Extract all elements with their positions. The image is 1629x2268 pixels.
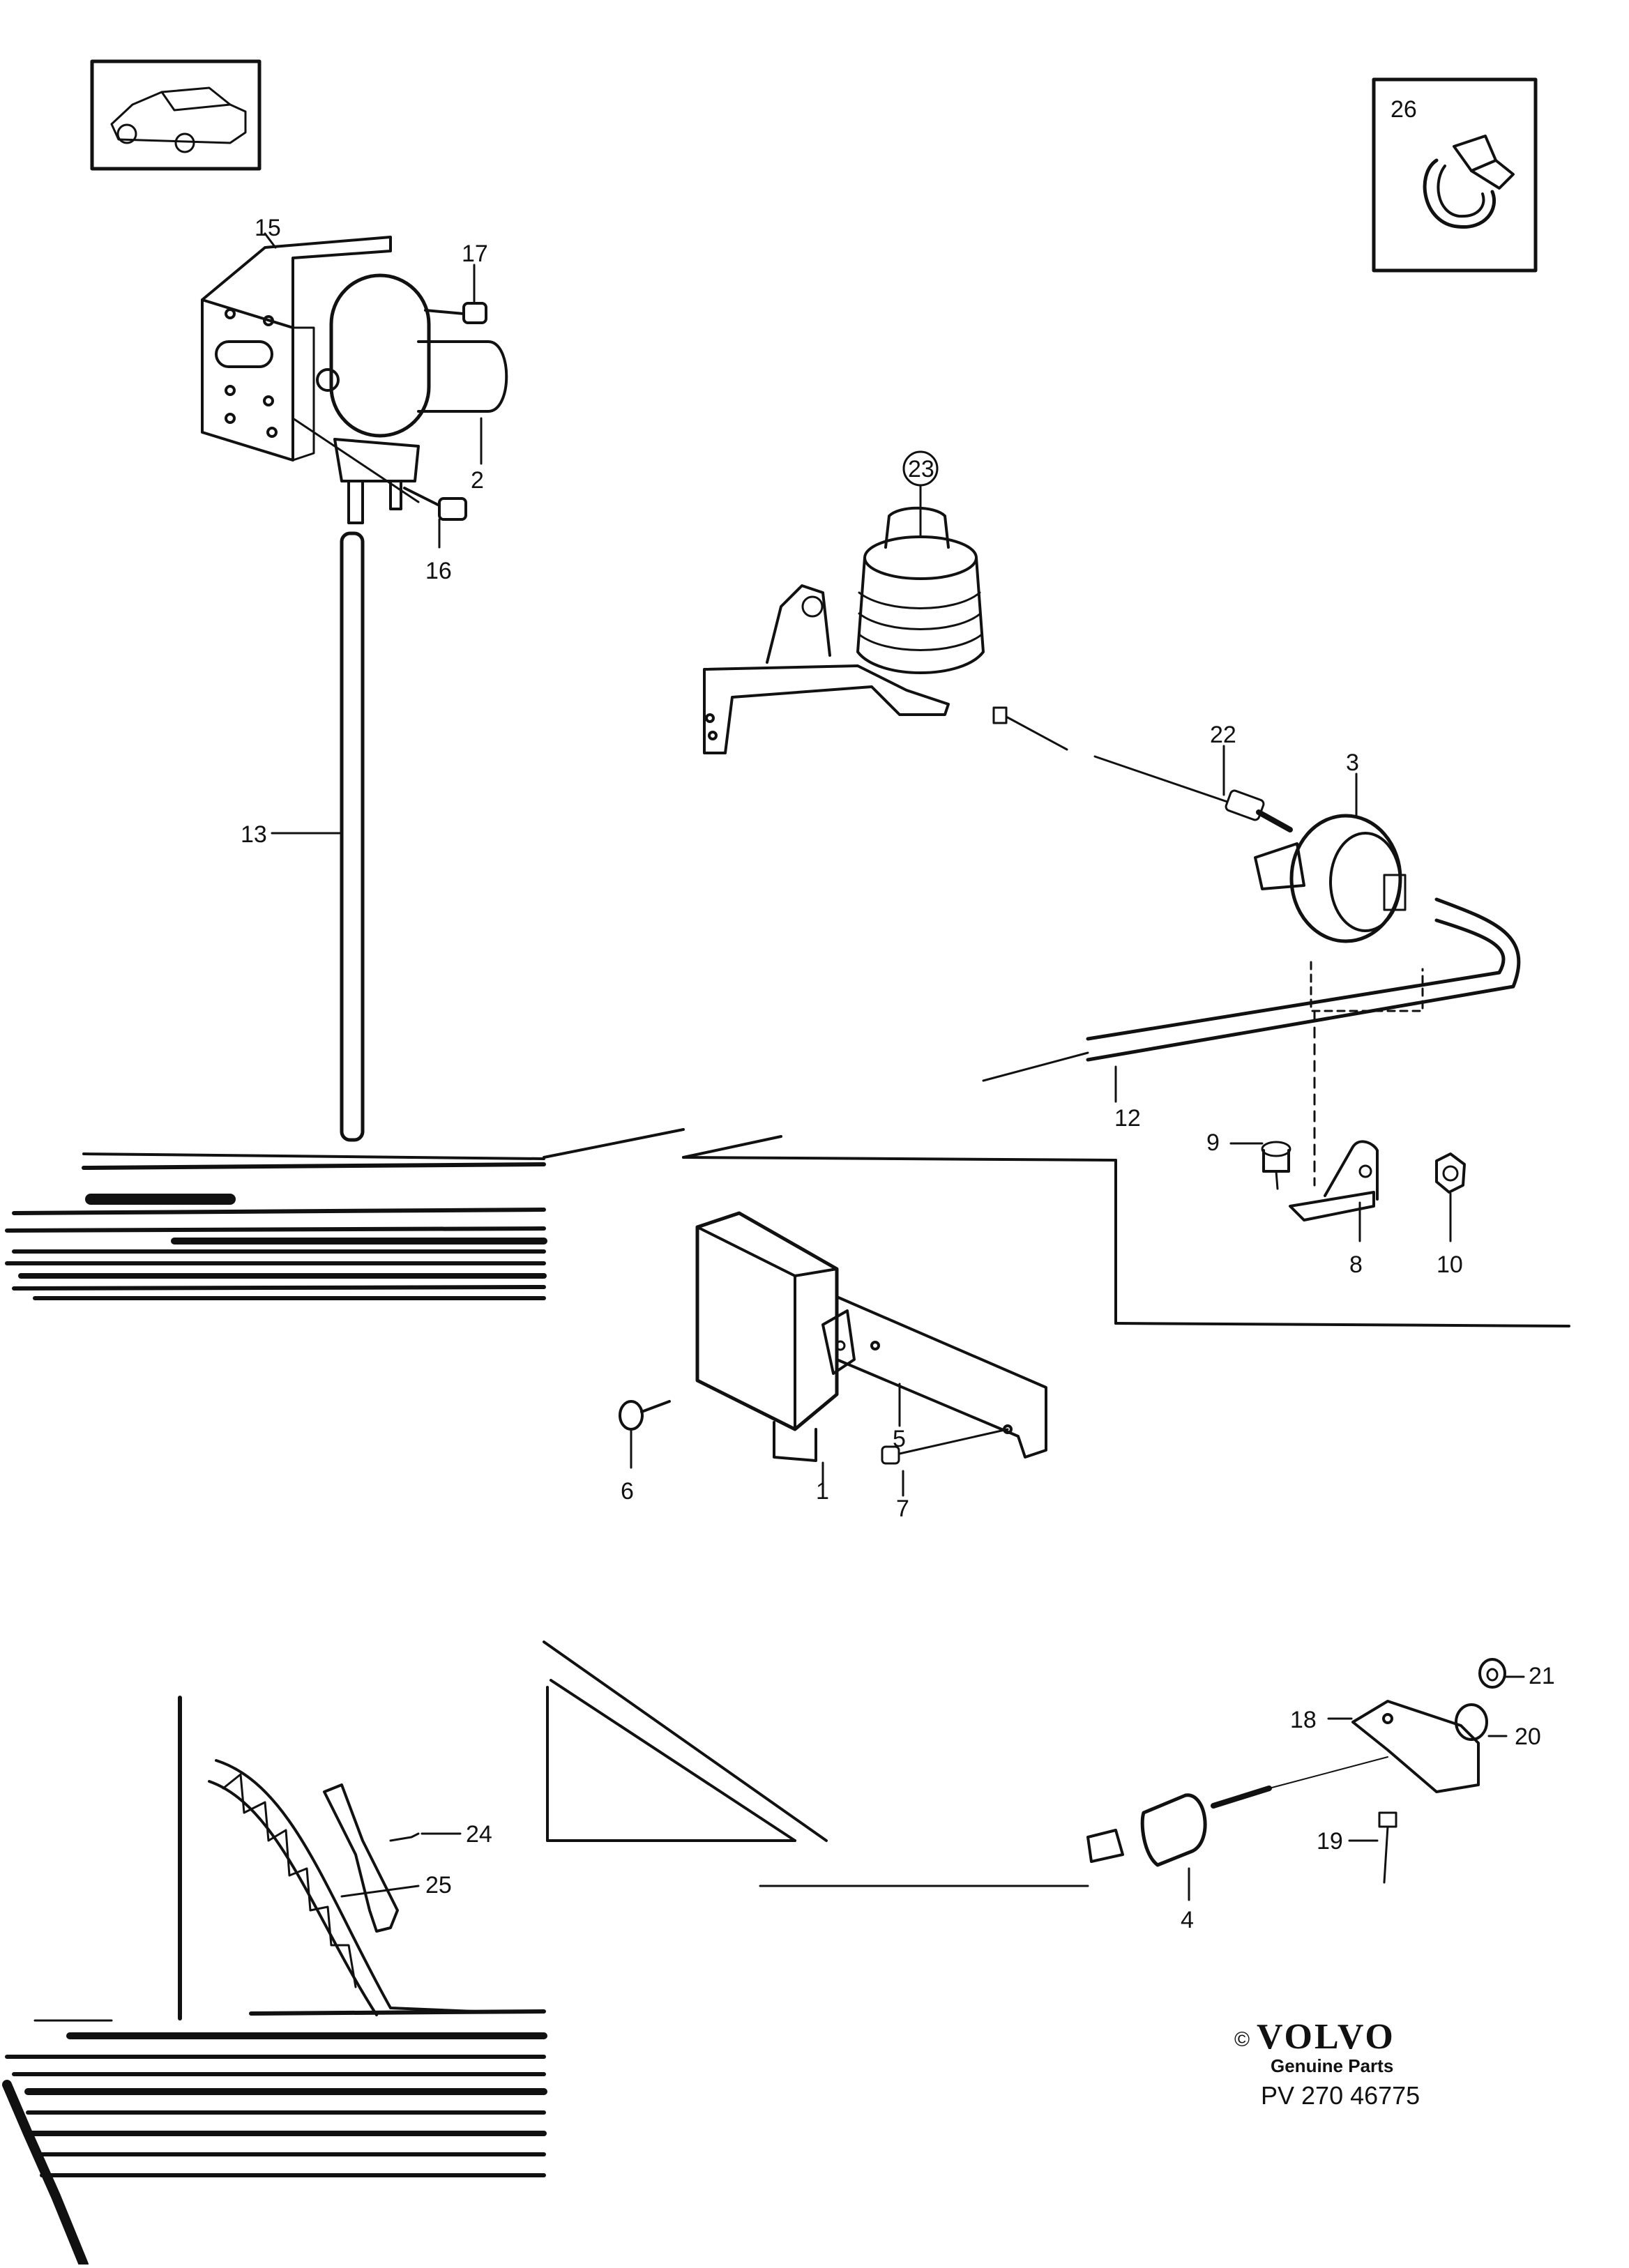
mounting-arm-5 — [821, 1295, 1047, 1459]
screw-17 — [424, 302, 487, 324]
rivet-19 — [1348, 1811, 1397, 1884]
brand-name: VOLVO — [1257, 2017, 1395, 2057]
washer-21 — [1478, 1658, 1525, 1689]
label-10: 10 — [1437, 1251, 1463, 1278]
label-21: 21 — [1529, 1663, 1555, 1689]
clamp-inset-box: 26 — [1372, 77, 1538, 273]
label-15: 15 — [255, 215, 281, 241]
label-20: 20 — [1515, 1723, 1541, 1750]
floor-outline-left — [82, 1128, 1570, 1327]
switch-4 — [1086, 1756, 1388, 1901]
bolt-9 — [1229, 1141, 1291, 1190]
nut-10 — [1435, 1152, 1466, 1242]
label-24: 24 — [466, 1821, 492, 1848]
pedal-truss-area — [178, 1696, 476, 2020]
label-19: 19 — [1317, 1828, 1343, 1855]
label-25: 25 — [425, 1872, 452, 1898]
label-2: 2 — [471, 467, 484, 494]
nut-20 — [1455, 1703, 1508, 1741]
screw-7 — [881, 1428, 1009, 1497]
vacuum-unit-23 — [703, 450, 985, 754]
motor-housing — [329, 273, 431, 438]
label-1: 1 — [816, 1478, 829, 1505]
copyright-mark: © — [1234, 2028, 1250, 2051]
vacuum-actuator-3 — [1254, 773, 1407, 943]
vehicle-thumbnail — [90, 59, 262, 171]
label-5: 5 — [893, 1426, 906, 1452]
brand-tagline: Genuine Parts — [1271, 2055, 1393, 2076]
panel-outline-triangle — [543, 1641, 1089, 1887]
catalog-code: PV 270 46775 — [1261, 2081, 1420, 2110]
label-18: 18 — [1290, 1707, 1317, 1733]
label-22: 22 — [1210, 722, 1236, 748]
label-3: 3 — [1346, 749, 1359, 776]
scan-artifacts-left — [5, 1162, 547, 1300]
label-12: 12 — [1114, 1105, 1141, 1132]
label-26: 26 — [1391, 96, 1417, 123]
scan-artifacts-bottom — [2, 2009, 547, 2268]
label-17: 17 — [462, 241, 488, 267]
label-9: 9 — [1206, 1129, 1220, 1156]
label-16: 16 — [425, 558, 452, 584]
label-13: 13 — [241, 821, 267, 848]
motor-bracket-assembly — [201, 236, 508, 524]
hose-12 — [982, 897, 1521, 1187]
screw-16 — [403, 487, 467, 521]
label-6: 6 — [621, 1478, 634, 1505]
rod-13 — [340, 531, 365, 1142]
leader-lines-top-left — [264, 232, 483, 835]
bracket-8 — [1289, 1140, 1379, 1242]
bracket-18 — [1327, 1700, 1480, 1793]
brand-block: © VOLVO Genuine Parts PV 270 46775 — [1234, 2017, 1420, 2110]
control-module-1 — [695, 1211, 839, 1493]
label-23: 23 — [908, 456, 934, 482]
screw-6 — [619, 1400, 671, 1469]
label-8: 8 — [1349, 1251, 1363, 1278]
label-7: 7 — [896, 1495, 909, 1522]
label-4: 4 — [1181, 1907, 1194, 1933]
